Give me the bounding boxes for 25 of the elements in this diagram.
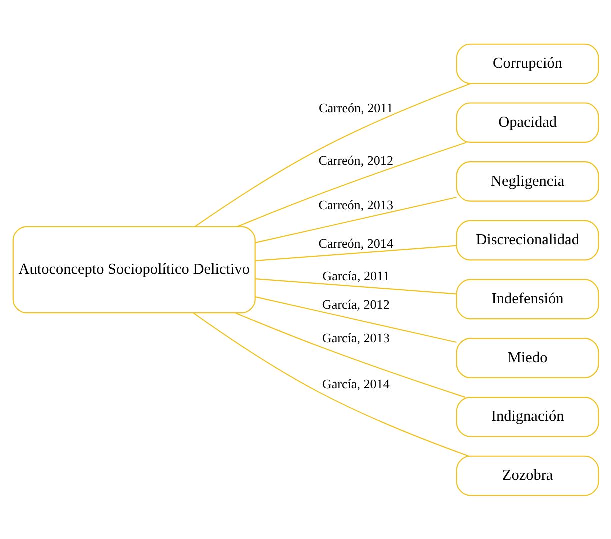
node-box: Miedo [456,338,599,378]
edge-label: Carreón, 2011 [318,100,393,116]
node-box: Indignación [456,396,599,437]
edge-label: Carreón, 2012 [318,152,394,168]
edge-label: García, 2014 [322,376,390,391]
edge-label: García, 2011 [322,268,390,283]
connector [254,296,456,343]
node-box: Autoconcepto Sociopolítico Delictivo [12,226,256,314]
node-box: Negligencia [456,161,599,202]
node-box: Indefensión [456,278,599,320]
node-box: Corrupción [456,43,599,84]
edge-label: García, 2012 [322,296,390,312]
connector [254,244,456,262]
connector [194,82,471,227]
edge-label: Carreón, 2013 [318,197,394,212]
connector [192,312,468,456]
node-box: Discrecionalidad [456,220,599,260]
edge-label: Carreón, 2014 [318,235,394,250]
connector [234,312,465,398]
connector [236,142,466,227]
node-box: Opacidad [456,102,599,143]
edge-label: García, 2013 [322,330,390,346]
connector [254,278,456,294]
node-box: Zozobra [456,455,599,496]
connector [254,196,456,243]
